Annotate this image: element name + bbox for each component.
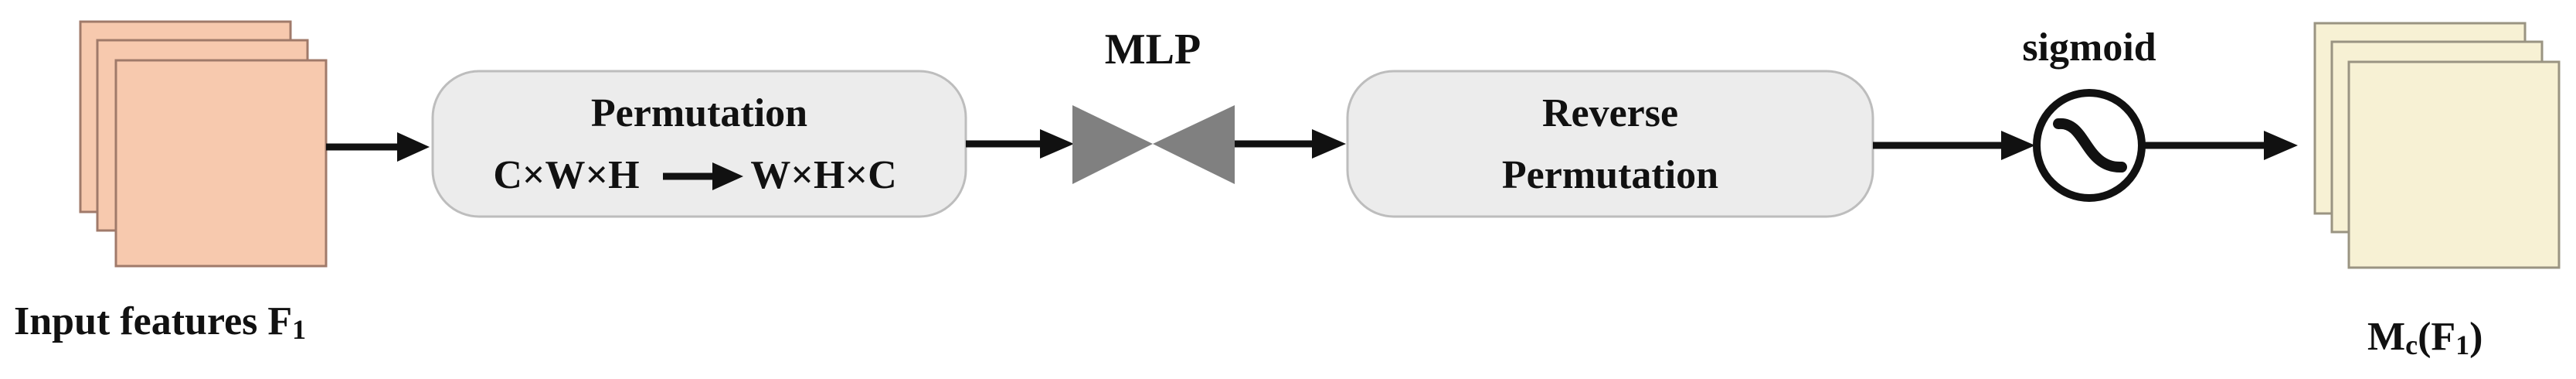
permutation-block: Permutation C×W×H W×H×C — [431, 70, 967, 218]
output-label-open: (F — [2418, 315, 2455, 359]
arrow-right-icon — [966, 129, 1074, 159]
arrow-right-icon — [1235, 129, 1346, 159]
input-label-sub: 1 — [292, 314, 306, 345]
output-label-close: ) — [2469, 315, 2483, 359]
output-map-front — [2347, 60, 2561, 269]
input-label-main: Input features F — [14, 299, 292, 343]
arrow-right-icon — [326, 132, 430, 162]
output-label-sub-c: c — [2405, 329, 2418, 360]
reverse-label-line1: Reverse — [1542, 91, 1678, 135]
sigmoid-icon — [2033, 89, 2146, 202]
input-feature-stack — [79, 20, 328, 268]
permutation-formula-left: C×W×H — [493, 153, 639, 197]
permutation-title: Permutation — [591, 91, 807, 135]
output-attention-stack — [2313, 22, 2561, 269]
output-label-prefix: M — [2367, 315, 2405, 359]
mlp-label: MLP — [1105, 26, 1201, 73]
mlp-bowtie-icon — [1072, 105, 1235, 184]
input-map-front — [114, 59, 328, 268]
reverse-label-line2: Permutation — [1502, 153, 1718, 197]
sigmoid-label: sigmoid — [2022, 26, 2156, 70]
arrow-right-icon — [2142, 131, 2298, 160]
permutation-formula-right: W×H×C — [750, 153, 896, 197]
output-label: Mc(F1) — [2367, 315, 2483, 360]
input-features-label: Input features F1 — [14, 299, 306, 345]
arrow-right-icon — [1873, 131, 2035, 160]
permutation-arrow-icon — [663, 162, 743, 190]
output-label-sub-1: 1 — [2455, 329, 2469, 360]
reverse-permutation-block: Reverse Permutation — [1346, 70, 1874, 218]
